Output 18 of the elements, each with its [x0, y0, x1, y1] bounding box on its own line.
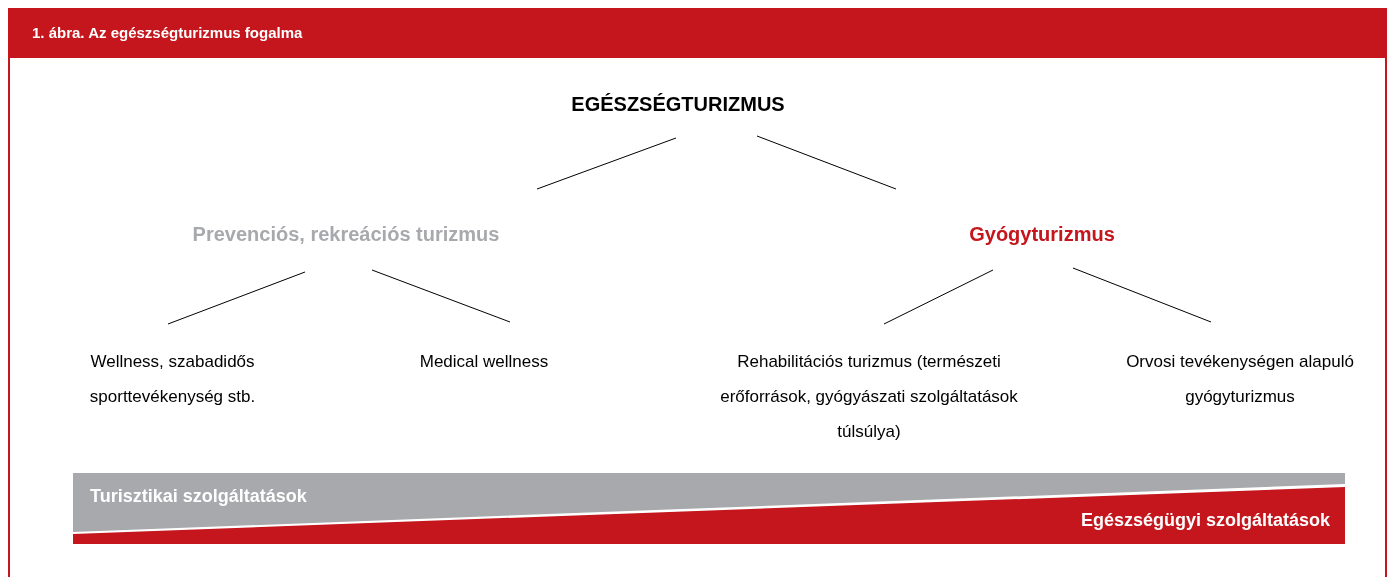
health-services-band [73, 484, 1345, 544]
node-label: Wellness, szabadidős sporttevékenység stb. [88, 351, 257, 408]
node-label: EGÉSZSÉGTURIZMUS [571, 92, 785, 117]
node-label: Prevenciós, rekreációs turizmus [192, 222, 500, 247]
node-label: Turisztikai szolgáltatások [90, 486, 307, 506]
connector-line [1072, 267, 1212, 323]
connector-line [167, 271, 306, 325]
connector-line [883, 269, 994, 325]
connector-line [756, 135, 897, 190]
node-label: Medical wellness [419, 351, 549, 373]
tourism-services-band [73, 473, 1345, 533]
node-label: Rehabilitációs turizmus (természeti erőforrások, gyógyászati szolgáltatások túlsúlya) [719, 351, 1019, 443]
node-label: Orvosi tevékenységen alapuló gyógyturizmus [1125, 351, 1355, 408]
connector-line [371, 269, 511, 323]
figure-title: 1. ábra. Az egészségturizmus fogalma [32, 22, 303, 43]
connector-line [536, 137, 677, 190]
node-label: Gyógyturizmus [969, 222, 1115, 247]
node-label: Egészségügyi szolgáltatások [1080, 510, 1330, 530]
